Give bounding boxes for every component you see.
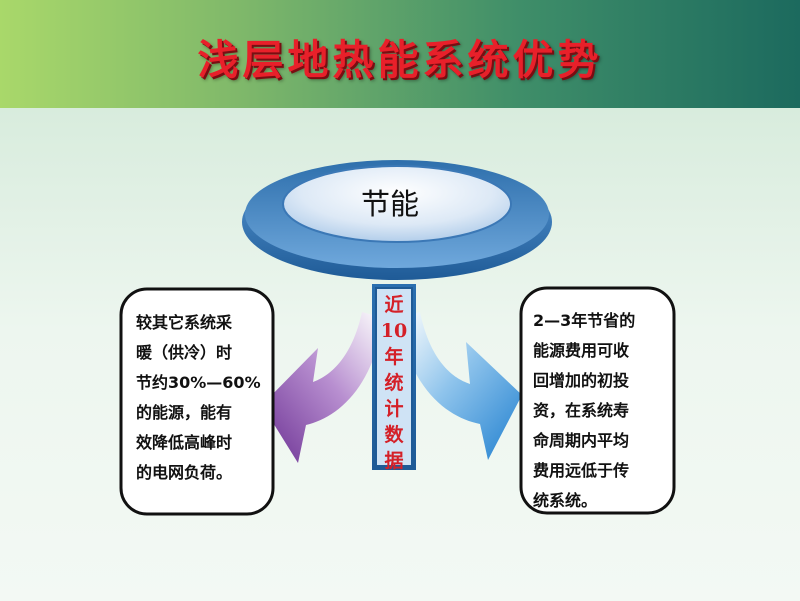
- left-box-line: 的能源，能有: [136, 403, 233, 422]
- right-box-line: 统系统。: [533, 491, 598, 510]
- left-arrow: [262, 312, 384, 463]
- left-box-line: 的电网负荷。: [136, 463, 233, 482]
- slide-title: 浅层地热能系统优势: [197, 36, 603, 84]
- left-box-line: 暖（供冷）时: [136, 343, 233, 362]
- center-disc-face: [282, 165, 512, 243]
- right-box-line: 回增加的初投: [533, 371, 630, 390]
- left-box-line: 效降低高峰时: [136, 433, 233, 452]
- left-box-text: 较其它系统采 暖（供冷）时 节约30%—60% 的能源，能有 效降低高峰时 的电…: [136, 308, 276, 488]
- left-text-box: [119, 287, 275, 516]
- vertical-label: 近 10 年 统 计 数 据: [373, 292, 415, 474]
- right-arrow: [398, 312, 522, 460]
- vertical-label-char: 年: [384, 346, 404, 368]
- vertical-label-char: 据: [384, 450, 404, 472]
- vertical-label-char: 数: [384, 424, 404, 446]
- left-box-line: 较其它系统采: [136, 313, 233, 332]
- right-box-line: 命周期内平均: [533, 431, 630, 450]
- center-label: 节能: [360, 187, 419, 221]
- right-box-line: 资，在系统寿: [533, 401, 630, 420]
- right-box-line: 能源费用可收: [533, 341, 630, 360]
- right-box-line: 2—3年节省的: [533, 311, 636, 330]
- left-box-line: 节约30%—60%: [136, 373, 261, 392]
- right-text-box: [519, 286, 676, 515]
- vertical-label-char: 近: [384, 294, 404, 316]
- vertical-label-char: 统: [384, 372, 404, 394]
- vertical-label-char: 计: [384, 398, 404, 420]
- title-bar: [0, 0, 800, 108]
- right-box-line: 费用远低于传: [533, 461, 630, 480]
- right-box-text: 2—3年节省的 能源费用可收 回增加的初投 资，在系统寿 命周期内平均 费用远低…: [533, 306, 661, 516]
- vertical-label-char: 10: [380, 320, 408, 342]
